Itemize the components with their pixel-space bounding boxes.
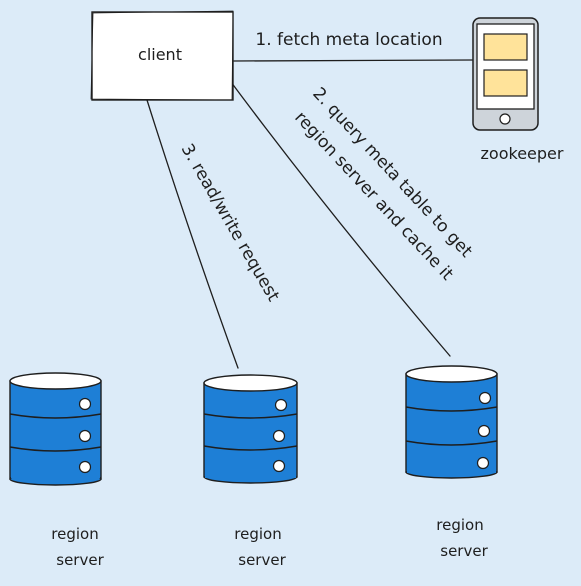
region-server-3: region server: [405, 365, 498, 560]
edge-query-meta-table: [230, 81, 451, 357]
database-icon: [9, 372, 102, 486]
region-server-2-label-line1: region: [234, 525, 281, 543]
region-server-2-label-line2: server: [238, 551, 286, 569]
query-meta-table-label-line1: 2. query meta table to get: [308, 84, 476, 262]
fetch-meta-location-label: 1. fetch meta location: [255, 30, 442, 50]
client-node: client: [90, 10, 234, 101]
region-server-1: region server: [9, 372, 105, 569]
database-icon: [405, 365, 498, 479]
zookeeper-label: zookeeper: [481, 144, 564, 163]
client-label: client: [138, 45, 182, 64]
region-server-3-label-line2: server: [440, 542, 488, 560]
region-server-2: region server: [203, 374, 298, 569]
region-server-1-label-line2: server: [56, 551, 104, 569]
database-icon: [203, 374, 298, 484]
read-write-request-label: 3. read/write request: [177, 141, 284, 306]
query-meta-table-label-line2: region server and cache it: [290, 108, 457, 285]
zookeeper-node: zookeeper: [472, 17, 564, 163]
edge-fetch-meta-location: [233, 59, 473, 62]
region-server-1-label-line1: region: [51, 525, 98, 543]
region-server-3-label-line1: region: [436, 516, 483, 534]
home-button-icon: [499, 113, 511, 125]
edge-read-write-request: [146, 99, 239, 369]
